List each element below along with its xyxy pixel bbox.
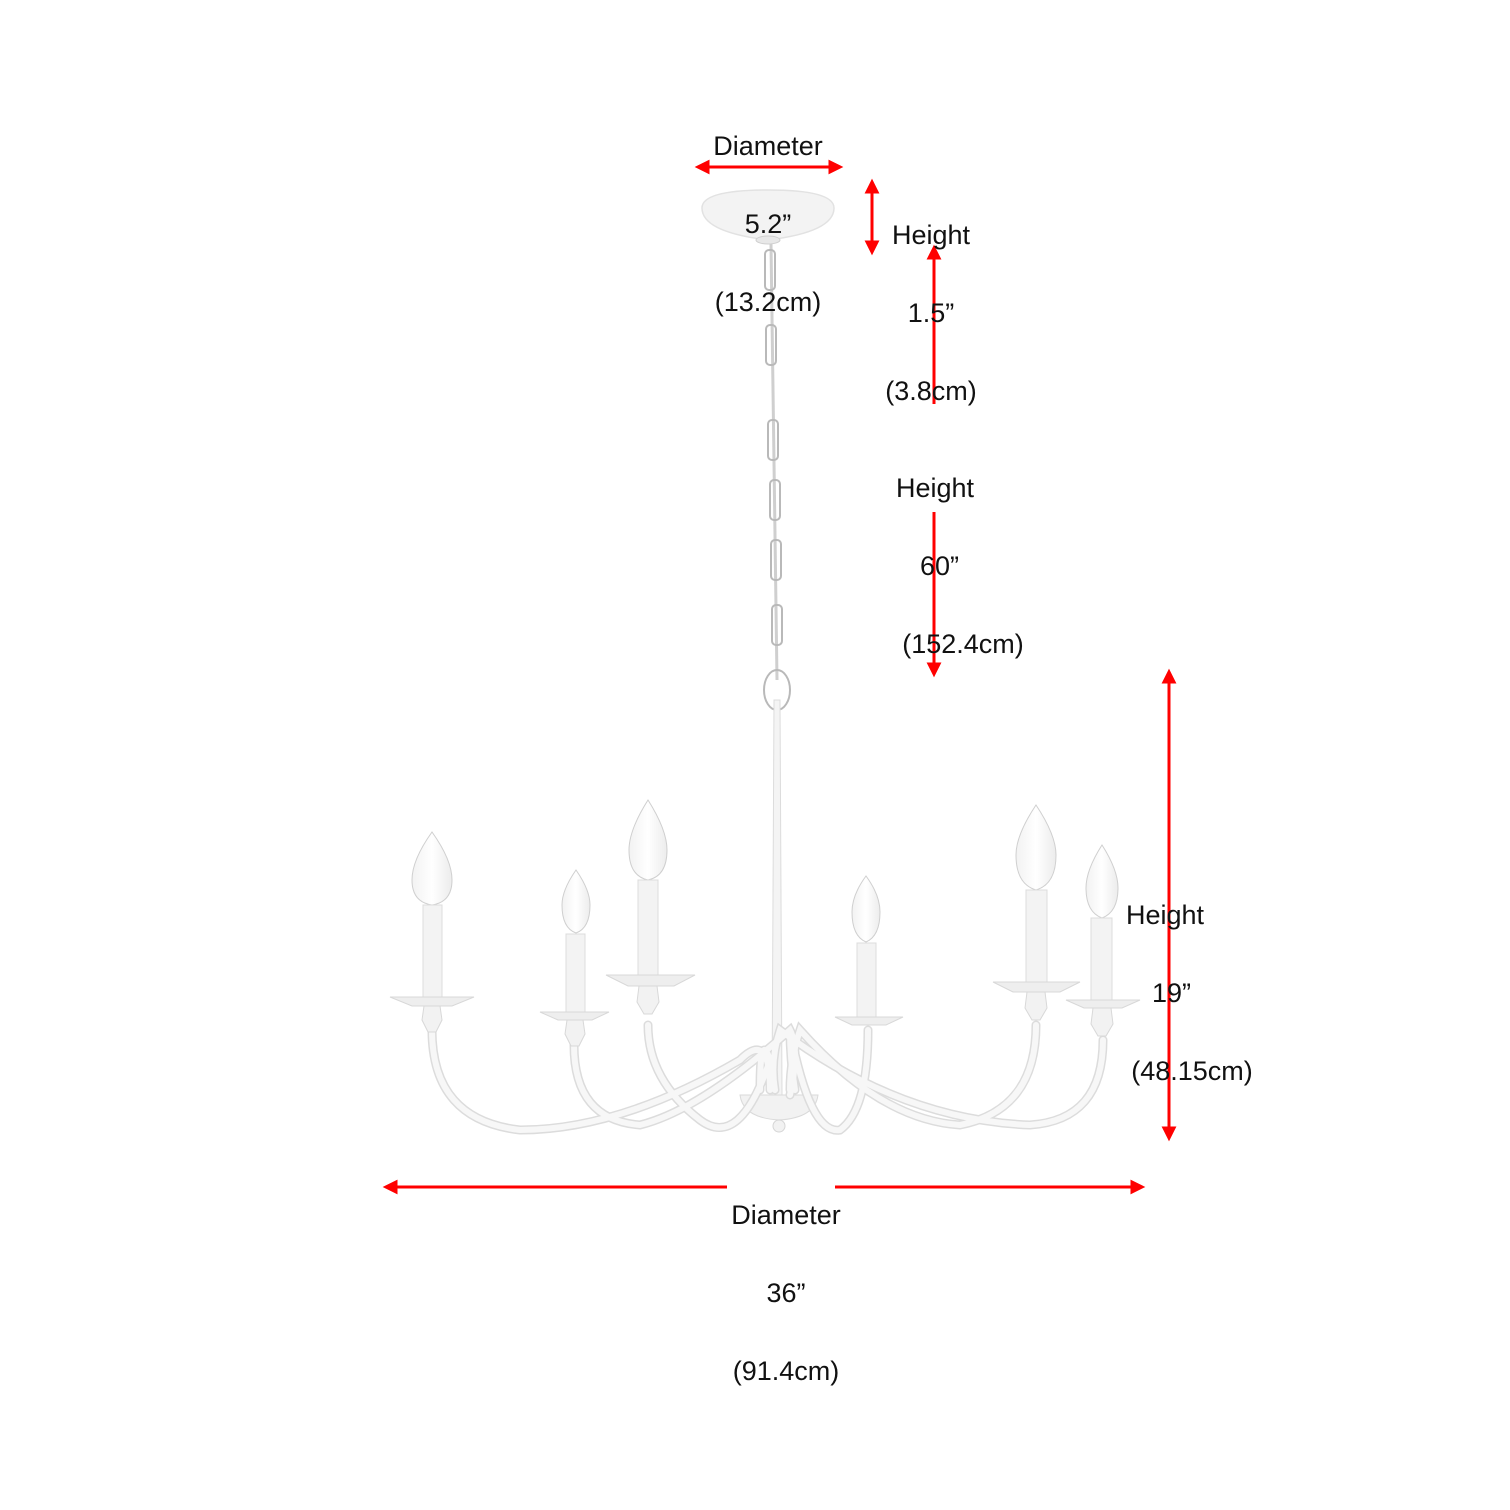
dimension-title: Height — [896, 473, 975, 503]
candle-5 — [992, 804, 1081, 1021]
candle-4 — [834, 875, 904, 1026]
fixture-diameter-label: Diameter 36” (91.4cm) — [716, 1150, 856, 1410]
dimension-imperial: 60” — [920, 551, 960, 581]
dimension-title: Height — [891, 220, 971, 250]
dimension-metric: (13.2cm) — [714, 287, 822, 317]
chain-height-arrow — [926, 244, 942, 678]
dimension-metric: (3.8cm) — [885, 376, 977, 406]
canopy-height-label: Height 1.5” (3.8cm) — [878, 170, 984, 430]
fixture-height-arrow — [1161, 668, 1177, 1142]
fixture-diameter-arrow — [382, 1179, 1146, 1195]
dimension-imperial: 36” — [766, 1278, 806, 1308]
canopy — [701, 189, 835, 245]
dimension-title: Height — [1126, 900, 1205, 930]
candle-6 — [1065, 844, 1141, 1037]
dimension-metric: (152.4cm) — [902, 629, 1024, 659]
dimension-imperial: 1.5” — [907, 298, 955, 328]
dimension-title: Diameter — [731, 1200, 841, 1230]
canopy-height-arrow — [864, 178, 880, 256]
dimension-metric: (91.4cm) — [732, 1356, 840, 1386]
center-stem — [739, 699, 819, 1133]
candle-2 — [539, 869, 610, 1047]
dimension-metric: (48.15cm) — [1131, 1056, 1253, 1086]
dimension-imperial: 19” — [1152, 978, 1192, 1008]
fixture-height-label: Height 19” (48.15cm) — [1122, 850, 1262, 1110]
candle-3 — [605, 799, 696, 1015]
dimension-imperial: 5.2” — [744, 209, 792, 239]
dimension-title: Diameter — [713, 131, 823, 161]
canopy-diameter-arrow — [694, 159, 844, 175]
canopy-diameter-label: Diameter 5.2” (13.2cm) — [698, 81, 838, 341]
chain-height-label: Height 60” (152.4cm) — [888, 423, 1038, 683]
dimension-arrows — [382, 159, 1177, 1195]
candle-1 — [389, 831, 475, 1033]
chain — [763, 243, 791, 711]
